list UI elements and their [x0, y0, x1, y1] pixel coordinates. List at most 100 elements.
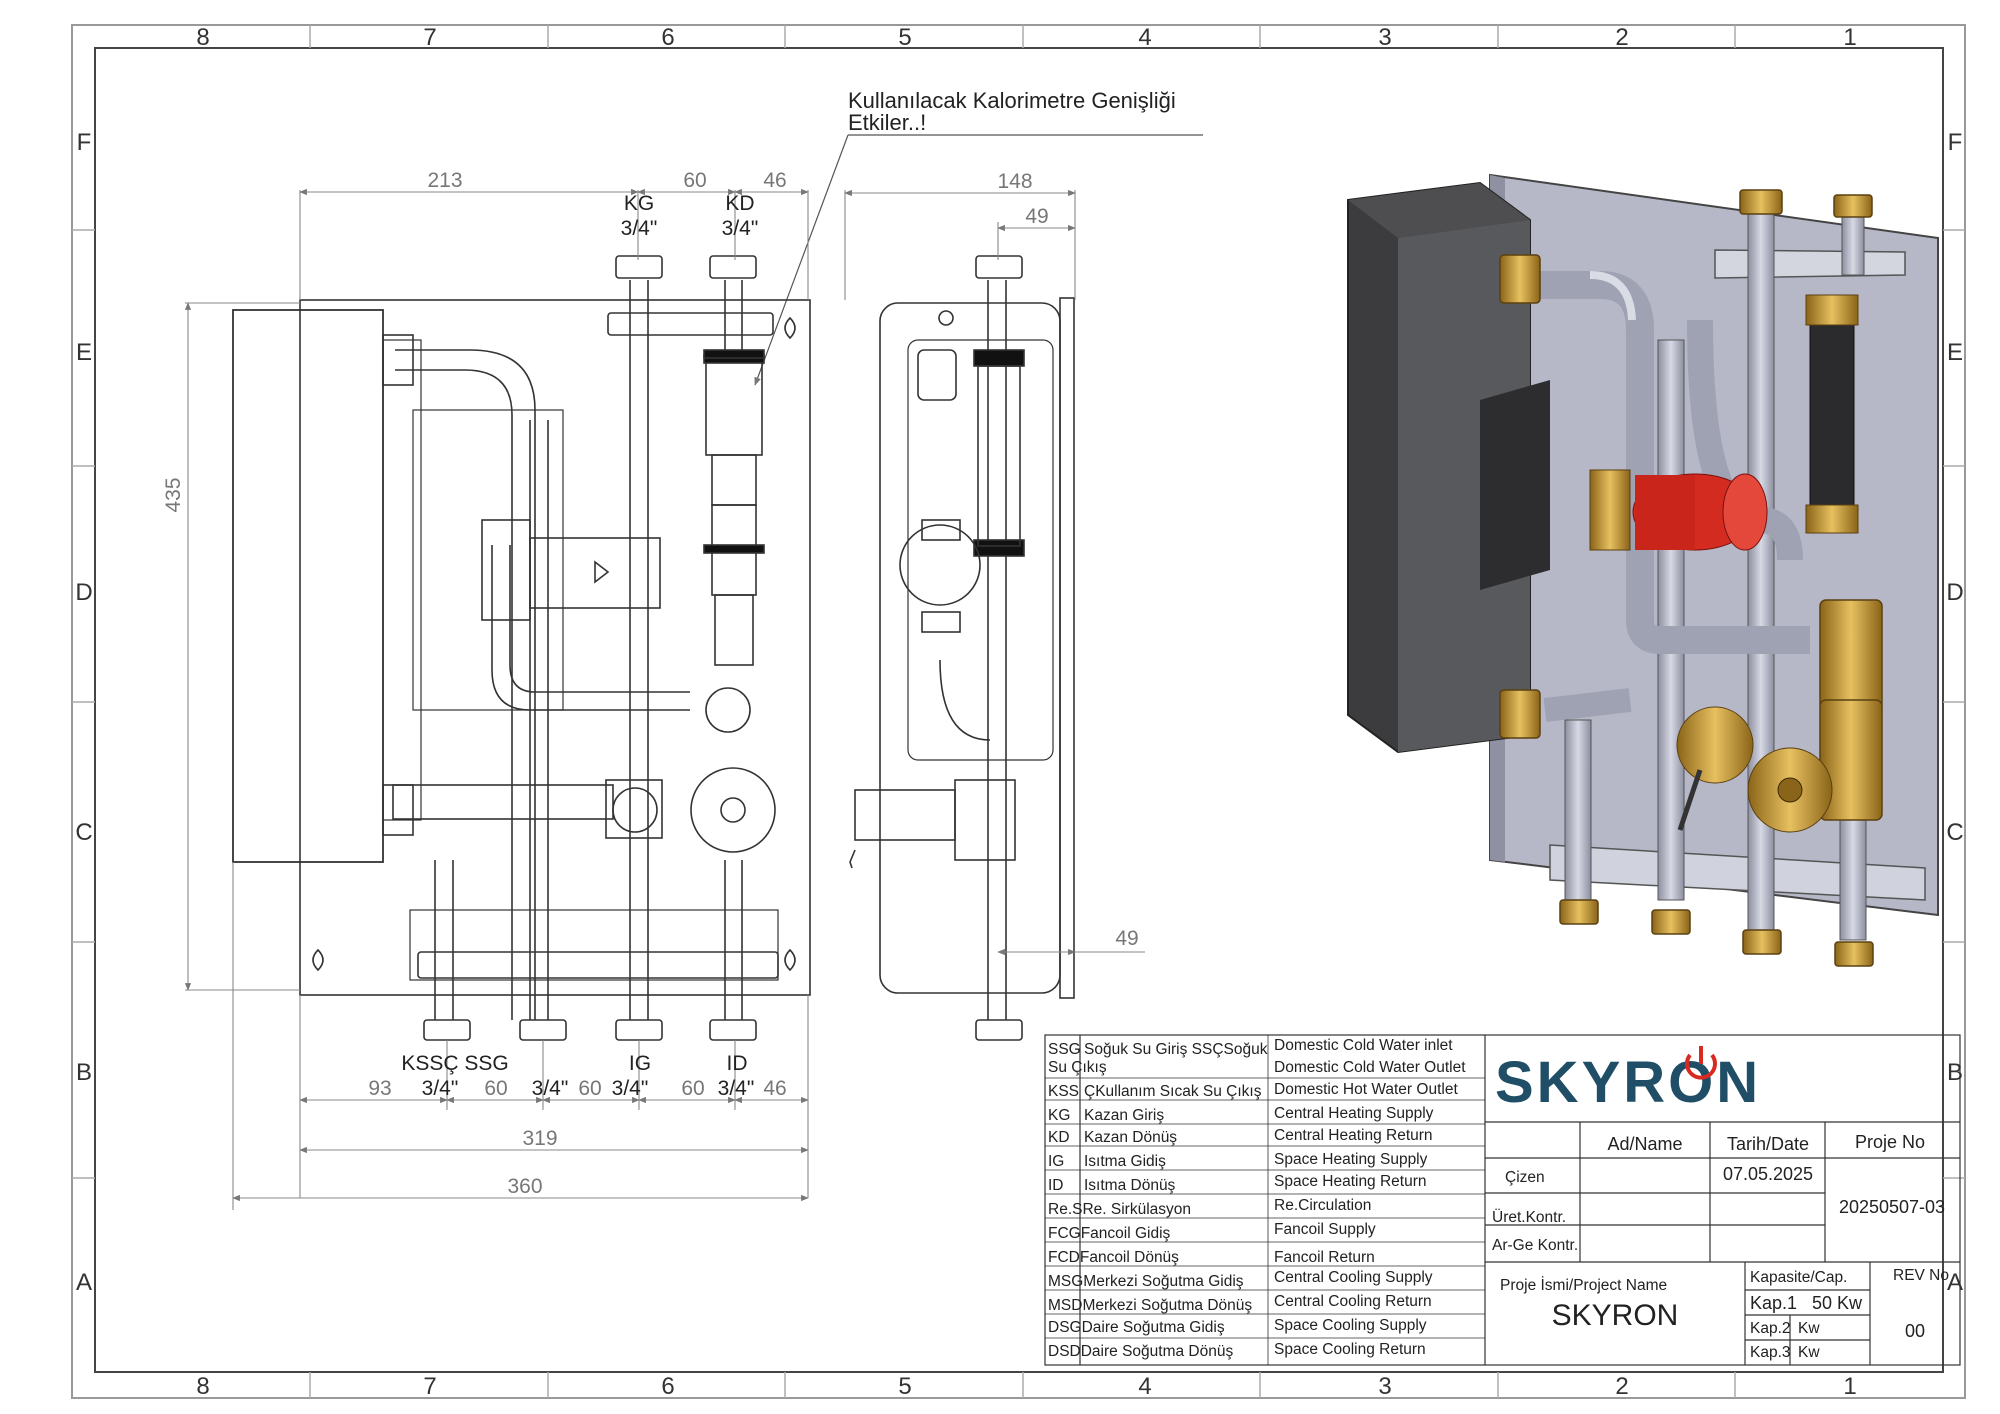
col-name-header: Ad/Name: [1607, 1134, 1682, 1154]
zone-top-7: 7: [423, 24, 436, 51]
isometric-view: [1347, 173, 1939, 967]
legend-row: IG Isıtma Gidiş Space Heating Supply: [1048, 1151, 1428, 1170]
zone-top-6: 6: [661, 24, 674, 51]
zone-right-F: F: [1948, 129, 1963, 156]
project-number: 20250507-03: [1839, 1197, 1945, 1217]
zone-left-C: C: [75, 819, 92, 846]
zone-left-E: E: [76, 339, 92, 366]
zone-top-1: 1: [1843, 24, 1856, 51]
dim-49-top: 49: [1025, 205, 1048, 228]
svg-text:IG: IG: [1048, 1153, 1064, 1170]
logo-text: SKYRON: [1495, 1050, 1761, 1115]
svg-text:Domestic Cold Water inlet: Domestic Cold Water inlet: [1274, 1037, 1453, 1054]
port-kd-label: KD: [725, 192, 754, 215]
note-line-1: Kullanılacak Kalorimetre Genişliği: [848, 88, 1176, 113]
rev-value: 00: [1905, 1321, 1925, 1341]
svg-text:Domestic Cold Water Outlet: Domestic Cold Water Outlet: [1274, 1059, 1466, 1076]
dimension-lines: [184, 188, 1145, 1210]
zone-bottom-2: 2: [1615, 1373, 1628, 1400]
svg-text:FCDFancoil Dönüş: FCDFancoil Dönüş: [1048, 1249, 1179, 1266]
cap2-label: Kap.2: [1750, 1320, 1791, 1337]
dim-60-c: 60: [681, 1077, 704, 1100]
dim-213: 213: [427, 169, 462, 192]
svg-text:Su Çıkış: Su Çıkış: [1048, 1059, 1107, 1076]
titleblock-fields: Ad/Name Tarih/Date Proje No Çizen Üret.K…: [1492, 1132, 1949, 1361]
port-kg-size: 3/4": [621, 217, 658, 240]
zone-top-8: 8: [196, 24, 209, 51]
dim-46-top: 46: [763, 169, 786, 192]
svg-text:SSG: SSG: [1048, 1041, 1081, 1058]
col-date-header: Tarih/Date: [1727, 1134, 1809, 1154]
zone-top-3: 3: [1378, 24, 1391, 51]
dim-435: 435: [162, 477, 185, 512]
cap2-value: Kw: [1798, 1320, 1820, 1337]
sheet-frame: [71, 24, 1966, 1399]
cap1-label: Kap.1: [1750, 1293, 1797, 1313]
svg-text:Space Heating Supply: Space Heating Supply: [1274, 1151, 1428, 1168]
production-control-label: Üret.Kontr.: [1492, 1208, 1566, 1226]
zone-labels-bottom: 8 7 6 5 4 3 2 1: [196, 1373, 1856, 1400]
project-name-label: Proje İsmi/Project Name: [1500, 1276, 1667, 1294]
dim-319: 319: [522, 1127, 557, 1150]
zone-top-2: 2: [1615, 24, 1628, 51]
svg-text:MSDMerkezi Soğutma Dönüş: MSDMerkezi Soğutma Dönüş: [1048, 1297, 1252, 1314]
svg-text:Domestic Hot Water Outlet: Domestic Hot Water Outlet: [1274, 1081, 1458, 1098]
port-size-2: 3/4": [532, 1077, 569, 1100]
svg-text:Central Cooling Supply: Central Cooling Supply: [1274, 1269, 1433, 1286]
svg-text:KG: KG: [1048, 1107, 1070, 1124]
svg-text:Space Cooling Supply: Space Cooling Supply: [1274, 1317, 1427, 1334]
svg-text:FCGFancoil Gidiş: FCGFancoil Gidiş: [1048, 1225, 1171, 1242]
side-view: [849, 255, 1075, 1041]
port-kssc-ssg-label: KSSÇ SSG: [401, 1052, 508, 1075]
front-expansion-box: [232, 309, 384, 863]
svg-text:Fancoil Return: Fancoil Return: [1274, 1249, 1375, 1266]
legend-row: FCDFancoil Dönüş Fancoil Return: [1048, 1249, 1375, 1266]
zone-left-B: B: [76, 1059, 92, 1086]
drawn-date: 07.05.2025: [1723, 1164, 1813, 1184]
svg-text:Space Cooling Return: Space Cooling Return: [1274, 1341, 1426, 1358]
svg-text:Central Heating Supply: Central Heating Supply: [1274, 1105, 1434, 1122]
svg-text:DSDDaire Soğutma Dönüş: DSDDaire Soğutma Dönüş: [1048, 1343, 1233, 1360]
port-id-label: ID: [727, 1052, 748, 1075]
zone-bottom-3: 3: [1378, 1373, 1391, 1400]
svg-text:Re.SRe. Sirkülasyon: Re.SRe. Sirkülasyon: [1048, 1201, 1191, 1218]
zone-bottom-4: 4: [1138, 1373, 1151, 1400]
dim-60-b: 60: [578, 1077, 601, 1100]
dim-360: 360: [507, 1175, 542, 1198]
iso-brass-fittings: [1499, 189, 1883, 967]
svg-text:Kazan Dönüş: Kazan Dönüş: [1084, 1129, 1177, 1146]
iso-bottom-rail: [1549, 844, 1926, 901]
skyron-logo: SKYRON: [1495, 1046, 1761, 1115]
callout-note: Kullanılacak Kalorimetre Genişliği Etkil…: [754, 88, 1203, 386]
zone-left-F: F: [77, 129, 92, 156]
dim-60-a: 60: [484, 1077, 507, 1100]
zone-right-B: B: [1947, 1059, 1963, 1086]
zone-bottom-7: 7: [423, 1373, 436, 1400]
zone-right-D: D: [1946, 579, 1963, 606]
svg-text:KSS: KSS: [1048, 1083, 1079, 1100]
svg-text:Isıtma Gidiş: Isıtma Gidiş: [1084, 1153, 1166, 1170]
zone-top-4: 4: [1138, 24, 1151, 51]
svg-text:ID: ID: [1048, 1177, 1064, 1194]
zone-labels-top: 8 7 6 5 4 3 2 1: [196, 24, 1856, 51]
project-no-header: Proje No: [1855, 1132, 1925, 1152]
port-kg-label: KG: [624, 192, 654, 215]
legend-row: DSDDaire Soğutma Dönüş Space Cooling Retu…: [1048, 1341, 1426, 1360]
dim-46-bottom: 46: [763, 1077, 786, 1100]
cap1-value: 50 Kw: [1812, 1293, 1863, 1313]
capacity-header: Kapasite/Cap.: [1750, 1269, 1847, 1286]
dim-148: 148: [997, 170, 1032, 193]
zone-left-A: A: [76, 1269, 92, 1296]
svg-text:Central Heating Return: Central Heating Return: [1274, 1127, 1433, 1144]
svg-text:Soğuk Su Giriş SSÇSoğuk: Soğuk Su Giriş SSÇSoğuk: [1084, 1041, 1268, 1058]
zone-bottom-8: 8: [196, 1373, 209, 1400]
zone-labels-right: F E D C B A: [1946, 129, 1963, 1296]
svg-text:DSGDaire Soğutma Gidiş: DSGDaire Soğutma Gidiş: [1048, 1319, 1225, 1336]
